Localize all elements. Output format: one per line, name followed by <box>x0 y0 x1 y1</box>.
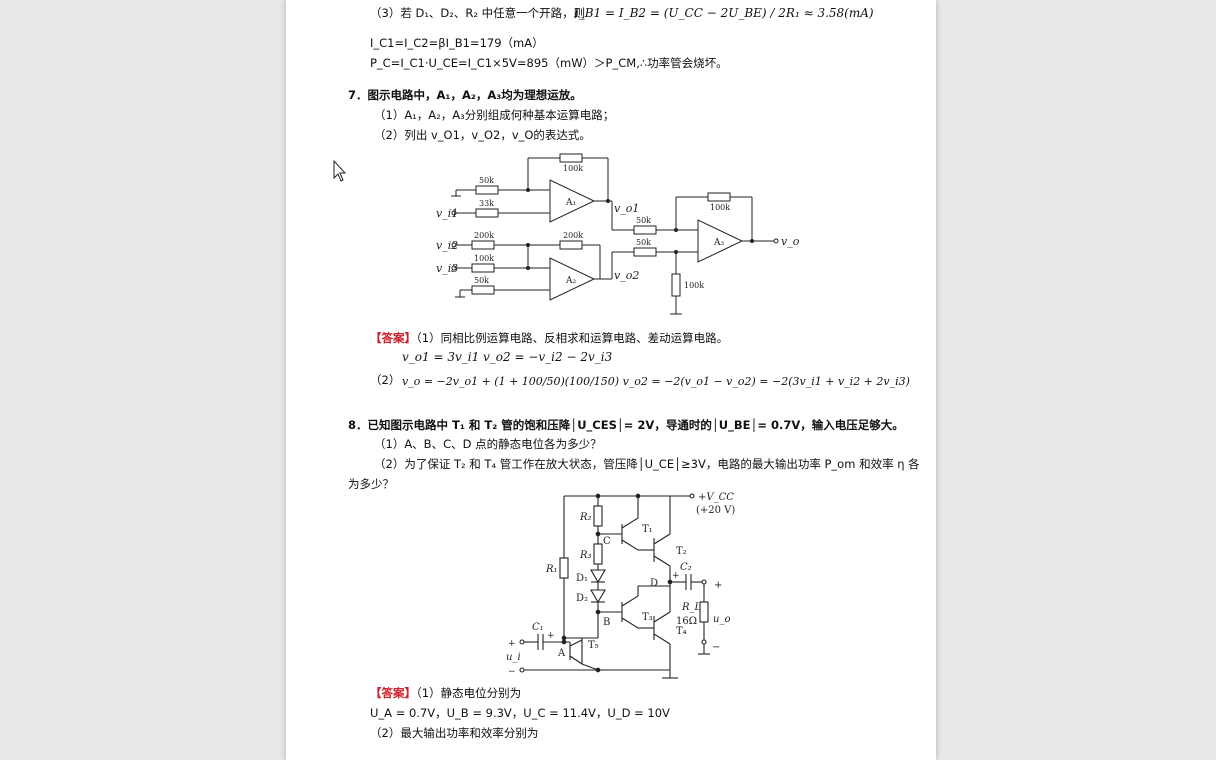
svg-text:−: − <box>712 642 720 653</box>
opamp-circuit-diagram: A₁ 100k 50k 33k v_i1 v_o1 A₂ 200k v_i2 2… <box>436 153 800 315</box>
question-7-title: 7．图示电路中，A₁，A₂，A₃均为理想运放。 <box>348 88 582 102</box>
svg-text:100k: 100k <box>474 254 494 263</box>
question-7-sub2: （2）列出 v_O1，v_O2，v_O的表达式。 <box>374 128 591 142</box>
opamp-a2 <box>549 257 596 301</box>
amplifier-circuit-diagram: +V_CC (+20 V) R₁ R₂ C R₃ D₁ D₂ B T₁ T₂ D <box>506 492 735 679</box>
label-a2: A₂ <box>565 276 576 286</box>
svg-text:50k: 50k <box>636 238 651 247</box>
svg-text:200k: 200k <box>474 231 494 240</box>
label-a1: A₁ <box>565 198 576 208</box>
question-8-sub2-cont: 为多少？ <box>348 477 394 491</box>
text-line: I_C1=I_C2=βI_B1=179（mA） <box>370 36 544 50</box>
svg-text:v_i3: v_i3 <box>436 262 458 275</box>
svg-text:−: − <box>508 667 516 677</box>
svg-text:B: B <box>603 617 610 628</box>
svg-text:+: + <box>508 639 516 649</box>
svg-text:+V_CC: +V_CC <box>698 492 734 503</box>
svg-text:(+20 V): (+20 V) <box>696 505 735 516</box>
svg-text:T₅: T₅ <box>588 640 599 651</box>
svg-text:T₂: T₂ <box>676 546 687 557</box>
svg-text:T₃: T₃ <box>642 612 653 623</box>
svg-text:+: + <box>672 571 680 581</box>
svg-text:R₁: R₁ <box>545 564 558 575</box>
question-8-sub2: （2）为了保证 T₂ 和 T₄ 管工作在放大状态，管压降│U_CE│≥3V，电路… <box>374 457 920 471</box>
svg-text:+: + <box>547 631 555 641</box>
question-8-sub1: （1）A、B、C、D 点的静态电位各为多少？ <box>374 437 602 451</box>
answer-tag: 【答案】 <box>370 331 416 345</box>
svg-text:v_o: v_o <box>781 235 800 248</box>
svg-text:+: + <box>714 580 722 591</box>
answer-tag: 【答案】 <box>370 686 416 700</box>
svg-text:u_o: u_o <box>713 614 730 625</box>
opamp-a1 <box>549 179 596 223</box>
svg-text:C₂: C₂ <box>680 562 692 573</box>
formula-ib: I_B1 = I_B2 = (U_CC − 2U_BE) / 2R₁ ≈ 3.5… <box>574 6 874 20</box>
mouse-cursor-icon <box>333 160 347 182</box>
svg-text:50k: 50k <box>479 176 494 185</box>
answer-8-line1: 【答案】（1）静态电位分别为 <box>370 686 522 700</box>
svg-text:v_o2: v_o2 <box>614 269 639 282</box>
document-page: （3）若 D₁、D₂、R₂ 中任意一个开路，则 I_B1 = I_B2 = (U… <box>286 0 936 760</box>
svg-text:50k: 50k <box>474 276 489 285</box>
svg-text:R₃: R₃ <box>579 550 592 561</box>
svg-text:A: A <box>557 648 566 659</box>
answer-7-eq1: v_o1 = 3v_i1 v_o2 = −v_i2 − 2v_i3 <box>402 350 613 364</box>
svg-text:200k: 200k <box>563 231 583 240</box>
svg-text:100k: 100k <box>563 164 583 173</box>
text-line: P_C=I_C1·U_CE=I_C1×5V=895（mW）＞P_CM,∴功率管会… <box>370 56 728 70</box>
question-7-sub1: （1）A₁，A₂，A₃分别组成何种基本运算电路； <box>374 108 615 122</box>
question-8-title: 8．已知图示电路中 T₁ 和 T₂ 管的饱和压降│U_CES│= 2V，导通时的… <box>348 418 904 432</box>
opamp-a3 <box>697 219 744 263</box>
svg-text:100k: 100k <box>710 203 730 212</box>
svg-text:D₂: D₂ <box>576 593 588 604</box>
answer-7-line1: 【答案】（1）同相比例运算电路、反相求和运算电路、差动运算电路。 <box>370 331 729 345</box>
answer-7-label2: （2） <box>370 373 401 387</box>
label-a3: A₃ <box>713 238 724 248</box>
svg-text:T₄: T₄ <box>676 626 687 637</box>
svg-text:100k: 100k <box>684 281 704 290</box>
svg-text:v_i1: v_i1 <box>436 207 458 220</box>
svg-text:50k: 50k <box>636 216 651 225</box>
svg-text:C₁: C₁ <box>532 622 544 633</box>
svg-text:C: C <box>603 536 611 547</box>
svg-text:D: D <box>650 578 658 589</box>
svg-text:v_o1: v_o1 <box>614 202 639 215</box>
svg-text:v_i2: v_i2 <box>436 239 458 252</box>
text-line: （3）若 D₁、D₂、R₂ 中任意一个开路，则 <box>370 6 586 20</box>
svg-text:R₂: R₂ <box>579 512 592 523</box>
svg-text:16Ω: 16Ω <box>676 616 697 627</box>
answer-8-values: U_A = 0.7V，U_B = 9.3V，U_C = 11.4V，U_D = … <box>370 706 670 720</box>
svg-text:T₁: T₁ <box>642 524 653 535</box>
answer-7-eq2: v_o = −2v_o1 + (1 + 100/50)(100/150) v_o… <box>402 375 910 388</box>
svg-text:R_L: R_L <box>681 602 702 613</box>
svg-text:u_i: u_i <box>506 652 521 663</box>
svg-text:D₁: D₁ <box>576 573 588 584</box>
answer-8-line2: （2）最大输出功率和效率分别为 <box>370 726 539 740</box>
svg-text:33k: 33k <box>479 199 494 208</box>
